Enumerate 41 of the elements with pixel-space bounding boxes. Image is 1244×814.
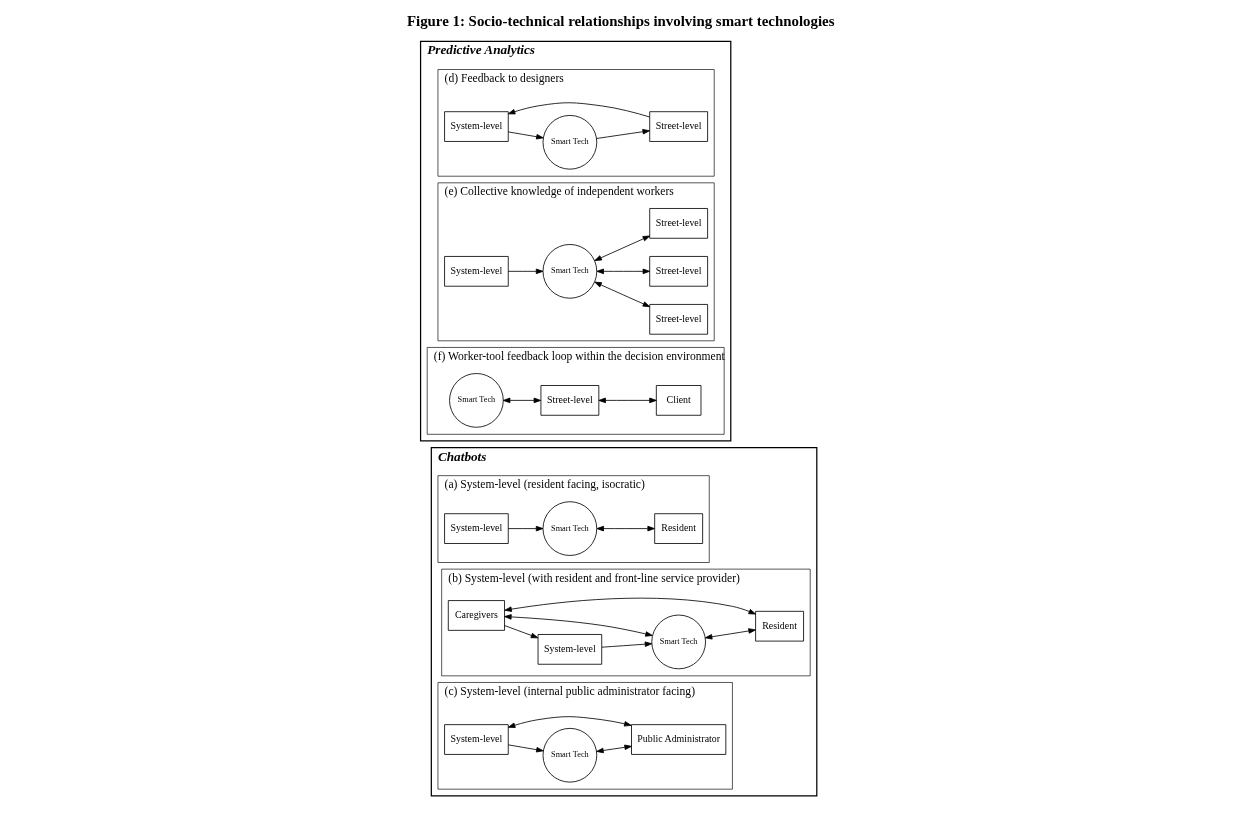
node-circle: Smart Tech xyxy=(449,373,504,428)
arrow xyxy=(596,129,650,139)
node-box: Street-level xyxy=(649,208,709,239)
node-circle: Smart Tech xyxy=(542,244,598,299)
node-box: System-level xyxy=(444,513,509,544)
node-box: Street-level xyxy=(540,385,600,416)
arrow xyxy=(507,131,544,140)
node-box: Street-level xyxy=(649,304,709,335)
arrow xyxy=(504,625,539,639)
arrow xyxy=(596,268,651,275)
arrow xyxy=(594,281,651,308)
node-box: Street-level xyxy=(649,256,709,287)
arrow xyxy=(507,744,544,753)
node-box: Caregivers xyxy=(447,600,505,631)
node-circle: Smart Tech xyxy=(542,727,598,783)
node-box: Client xyxy=(655,385,702,416)
diagram-title: Figure 1: Socio-technical relationships involving smart technologies xyxy=(406,12,835,29)
arrow xyxy=(507,716,632,728)
node-box: System-level xyxy=(444,724,509,755)
node-box: Street-level xyxy=(649,111,709,142)
arrow xyxy=(598,397,657,404)
arrow xyxy=(507,268,544,275)
node-box: System-level xyxy=(444,111,509,142)
arrow xyxy=(504,614,653,637)
arrow xyxy=(601,641,653,648)
arrow xyxy=(594,235,651,261)
arrow xyxy=(504,597,756,615)
arrow xyxy=(507,525,544,532)
arrow xyxy=(704,628,756,640)
node-circle: Smart Tech xyxy=(651,614,706,670)
node-box: System-level xyxy=(444,256,509,287)
node-box: Resident xyxy=(654,513,704,544)
arrow xyxy=(507,102,651,118)
node-box: Resident xyxy=(755,610,804,642)
arrow xyxy=(502,397,542,404)
node-circle: Smart Tech xyxy=(542,115,598,170)
arrow xyxy=(596,744,632,754)
node-box: Public Administrator xyxy=(631,724,727,755)
node-circle: Smart Tech xyxy=(542,501,598,556)
node-box: System-level xyxy=(537,634,603,665)
arrow xyxy=(596,525,655,532)
